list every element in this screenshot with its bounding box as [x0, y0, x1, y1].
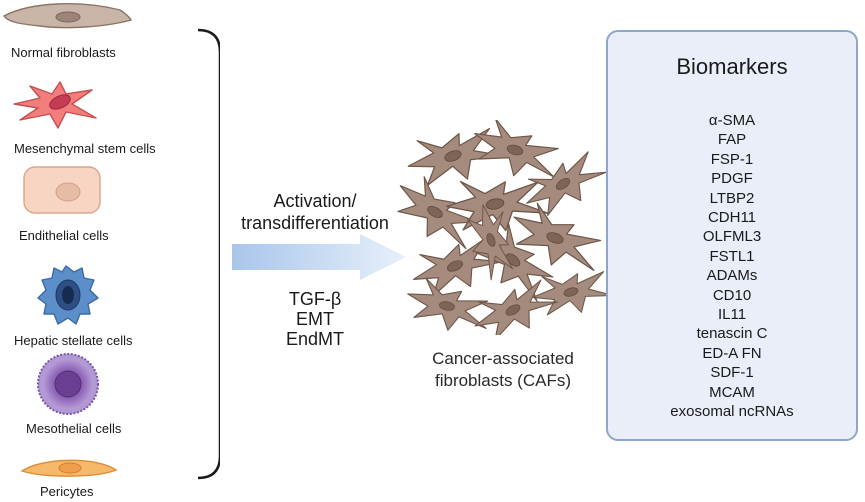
- biomarker-item: α-SMA: [708, 112, 756, 129]
- pericyte-icon: [20, 459, 118, 477]
- biomarker-item: CD10: [712, 286, 752, 304]
- biomarker-item: ED-A FN: [702, 344, 762, 362]
- caf-label-line1: Cancer-associated: [432, 349, 574, 368]
- factor-tgf-beta: TGF-β: [288, 289, 342, 309]
- biomarker-item: PDGF: [711, 170, 753, 188]
- endothelial-cell-icon: [23, 166, 101, 214]
- label-pericytes: Pericytes: [40, 484, 94, 499]
- process-label-line2: transdifferentiation: [241, 213, 389, 233]
- biomarkers-title: Biomarkers: [676, 54, 788, 79]
- biomarkers-panel: Biomarkers α-SMA FAP FSP-1 PDGF LTBP2 CD…: [606, 30, 858, 441]
- biomarker-item: IL11: [717, 306, 747, 324]
- caf-label: Cancer-associated fibroblasts (CAFs): [408, 348, 598, 392]
- biomarker-item: OLFML3: [702, 228, 762, 246]
- biomarker-item: MCAM: [709, 383, 755, 401]
- biomarker-item: FSTL1: [709, 247, 755, 265]
- biomarker-item: SDF-1: [710, 364, 754, 382]
- transition-arrow: [232, 234, 406, 280]
- biomarker-item: tenascin C: [696, 325, 768, 343]
- label-endothelial-cells: Endithelial cells: [19, 228, 109, 243]
- caf-label-line2: fibroblasts (CAFs): [434, 371, 572, 390]
- source-cell-illustrations: [2, 3, 220, 480]
- factor-endmt: EndMT: [285, 329, 345, 349]
- caf-cluster-illustration: [395, 120, 610, 335]
- grouping-bracket: [197, 28, 220, 480]
- biomarker-item: LTBP2: [709, 189, 755, 207]
- factor-emt: EMT: [296, 309, 334, 329]
- label-mesothelial-cells: Mesothelial cells: [26, 421, 122, 436]
- biomarker-list: α-SMA FAP FSP-1 PDGF LTBP2 CDH11 OLFML3 …: [608, 111, 856, 422]
- biomarker-item: exosomal ncRNAs: [670, 403, 794, 421]
- biomarker-item: FSP-1: [710, 150, 754, 168]
- label-normal-fibroblasts: Normal fibroblasts: [11, 45, 116, 60]
- mesenchymal-stem-cell-icon: [13, 81, 97, 129]
- hepatic-stellate-cell-icon: [37, 265, 99, 325]
- mesothelial-cell-icon: [37, 353, 99, 415]
- biomarker-item: FAP: [717, 131, 747, 149]
- biomarker-item: ADAMs: [706, 267, 758, 285]
- label-hepatic-stellate-cells: Hepatic stellate cells: [14, 333, 133, 348]
- process-label-line1: Activation/: [273, 191, 357, 211]
- biomarker-item: CDH11: [707, 209, 757, 227]
- label-mesenchymal-stem-cells: Mesenchymal stem cells: [14, 141, 156, 156]
- normal-fibroblast-icon: [2, 3, 133, 29]
